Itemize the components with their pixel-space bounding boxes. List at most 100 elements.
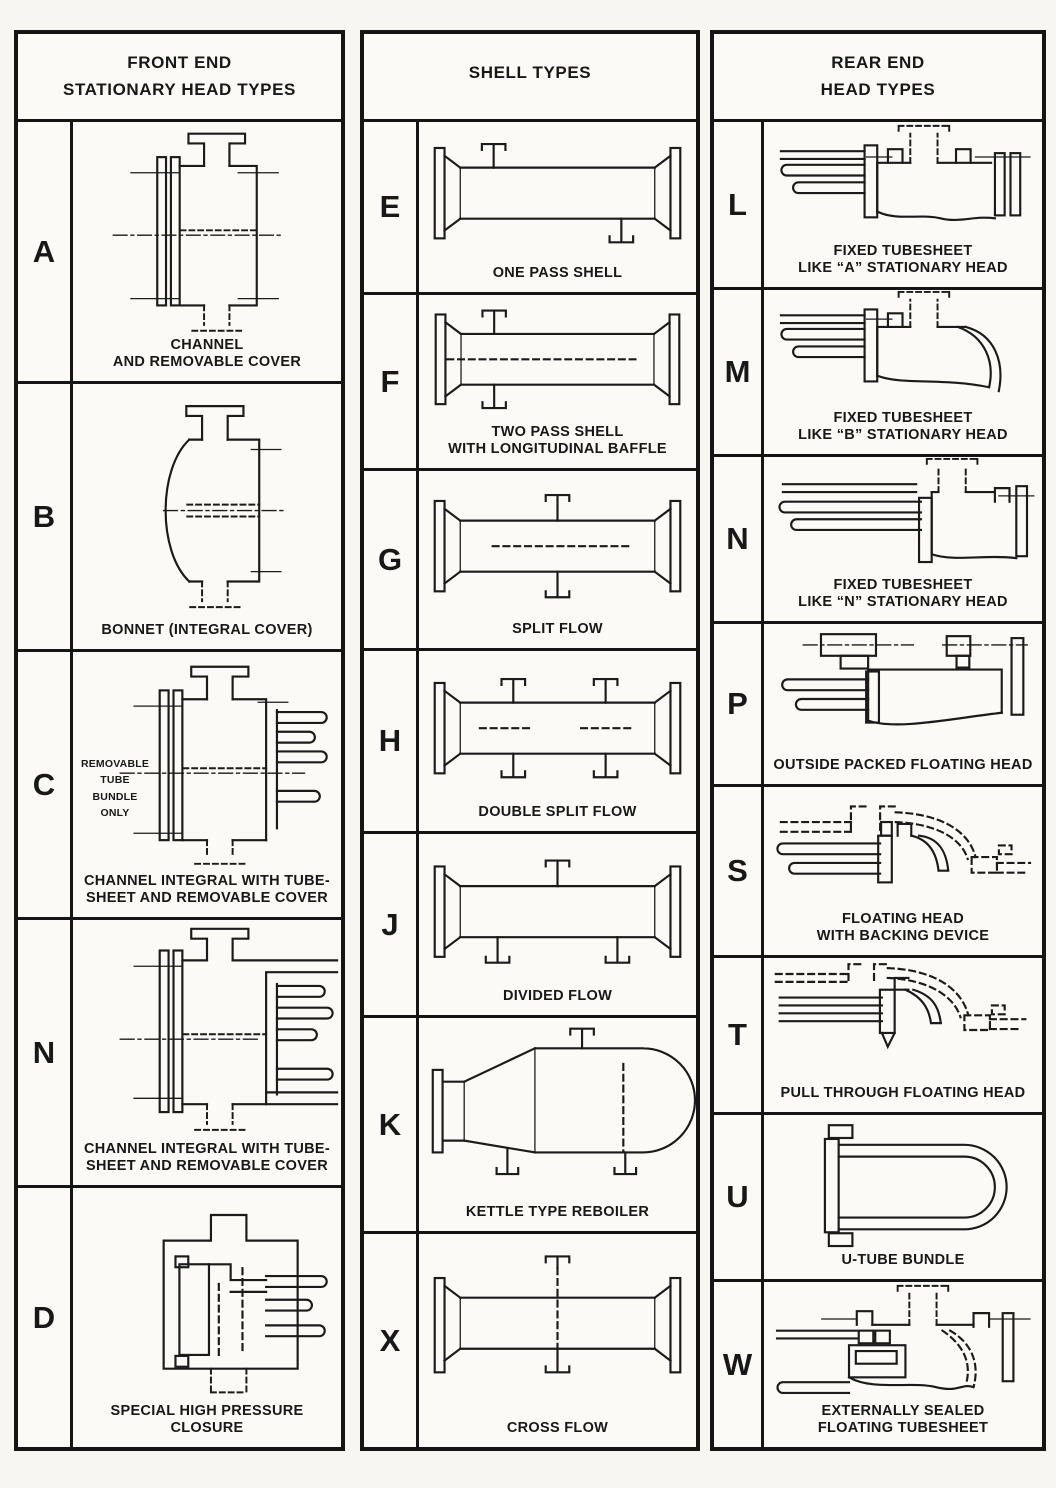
type-letter: J bbox=[364, 834, 419, 1015]
type-letter: X bbox=[364, 1234, 419, 1447]
drawing-area: SPLIT FLOW bbox=[419, 471, 696, 648]
type-letter: W bbox=[714, 1282, 764, 1447]
header-line: FRONT END bbox=[127, 53, 232, 72]
cell-front-D: D SPECIAL HIGH PRESSURE CLOSURE bbox=[18, 1185, 341, 1447]
cell-caption: DOUBLE SPLIT FLOW bbox=[478, 804, 637, 821]
drawing-outside-packed-floating-head bbox=[781, 633, 1028, 726]
cell-caption: DIVIDED FLOW bbox=[502, 988, 613, 1005]
drawing-pull-through-floating-head bbox=[774, 963, 1027, 1050]
drawing-fixed-tubesheet-like-n bbox=[778, 457, 1035, 564]
drawing-area: KETTLE TYPE REBOILER bbox=[419, 1018, 696, 1231]
drawing-area: ONE PASS SHELL bbox=[419, 122, 696, 292]
cell-caption: CROSS FLOW bbox=[506, 1420, 609, 1437]
type-letter: G bbox=[364, 471, 419, 648]
type-letter: L bbox=[714, 122, 764, 287]
shell-types-column: SHELL TYPES E ONE PASS SHELL F bbox=[360, 30, 700, 1451]
header-line: SHELL TYPES bbox=[468, 63, 592, 82]
cell-shell-K: K KETTLE TYPE REBOILER bbox=[364, 1015, 696, 1231]
rear-end-column: REAR END HEAD TYPES L FIXED TUBESH bbox=[710, 30, 1046, 1451]
cell-shell-J: J DIVIDED FLOW bbox=[364, 831, 696, 1015]
cell-caption: ONE PASS SHELL bbox=[492, 265, 623, 282]
front-end-column: FRONT END STATIONARY HEAD TYPES A CHANNE… bbox=[14, 30, 345, 1451]
type-letter: U bbox=[714, 1115, 764, 1279]
drawing-bonnet-integral-cover bbox=[162, 405, 285, 609]
drawing-fixed-tubesheet-like-b bbox=[779, 290, 1002, 393]
type-letter: T bbox=[714, 958, 764, 1112]
type-letter: P bbox=[714, 624, 764, 784]
type-letter: N bbox=[714, 457, 764, 621]
cell-rear-U: U U-TUBE BUNDLE bbox=[714, 1112, 1042, 1279]
drawing-floating-head-backing-device bbox=[776, 805, 1032, 884]
type-letter: S bbox=[714, 787, 764, 955]
cell-front-N: N CHANNEL INTEGRAL WITH TUBE-SHEET AND R… bbox=[18, 917, 341, 1185]
drawing-double-split-flow bbox=[433, 677, 682, 779]
drawing-divided-flow bbox=[433, 859, 682, 964]
type-letter: A bbox=[18, 122, 73, 381]
cell-caption: CHANNEL INTEGRAL WITH TUBE-SHEET AND REM… bbox=[84, 872, 330, 907]
cell-caption: KETTLE TYPE REBOILER bbox=[465, 1204, 650, 1221]
cell-shell-X: X CROSS FLOW bbox=[364, 1231, 696, 1447]
drawing-split-flow bbox=[433, 493, 682, 599]
cell-caption: OUTSIDE PACKED FLOATING HEAD bbox=[773, 757, 1033, 774]
cell-front-B: B BONNET (INTEGRAL COVER) bbox=[18, 381, 341, 649]
drawing-area: U-TUBE BUNDLE bbox=[764, 1115, 1042, 1279]
drawing-area: BONNET (INTEGRAL COVER) bbox=[73, 384, 341, 649]
drawing-two-pass-shell bbox=[434, 309, 681, 410]
cell-caption: SPECIAL HIGH PRESSURE CLOSURE bbox=[110, 1402, 304, 1437]
drawing-u-tube-bundle bbox=[823, 1124, 1008, 1248]
drawing-kettle-type-reboiler bbox=[431, 1027, 696, 1176]
drawing-channel-integral-tubesheet bbox=[119, 665, 328, 865]
drawing-area: PULL THROUGH FLOATING HEAD bbox=[764, 958, 1042, 1112]
cell-caption: SPLIT FLOW bbox=[512, 621, 603, 638]
type-letter: N bbox=[18, 920, 73, 1185]
header-line: HEAD TYPES bbox=[820, 80, 936, 99]
type-letter: H bbox=[364, 651, 419, 831]
drawing-externally-sealed-floating-tubesheet bbox=[775, 1284, 1031, 1394]
drawing-fixed-tubesheet-like-a bbox=[779, 124, 1031, 222]
header-line: REAR END bbox=[831, 53, 925, 72]
cell-rear-T: T PULL THROUGH FLOATING HEAD bbox=[714, 955, 1042, 1112]
type-letter: K bbox=[364, 1018, 419, 1231]
drawing-cross-flow bbox=[433, 1255, 682, 1374]
header-line: STATIONARY HEAD TYPES bbox=[63, 80, 296, 99]
front-end-header: FRONT END STATIONARY HEAD TYPES bbox=[18, 34, 341, 119]
cell-caption: CHANNEL INTEGRAL WITH TUBE-SHEET AND REM… bbox=[84, 1140, 330, 1175]
drawing-area: DIVIDED FLOW bbox=[419, 834, 696, 1015]
type-letter: F bbox=[364, 295, 419, 468]
drawing-area: OUTSIDE PACKED FLOATING HEAD bbox=[764, 624, 1042, 784]
type-letter: D bbox=[18, 1188, 73, 1447]
cell-shell-E: E ONE PASS SHELL bbox=[364, 119, 696, 292]
drawing-special-high-pressure-closure bbox=[162, 1213, 328, 1394]
cell-caption: U-TUBE BUNDLE bbox=[841, 1252, 965, 1269]
shell-types-header: SHELL TYPES bbox=[364, 34, 696, 119]
drawing-area: CHANNEL INTEGRAL WITH TUBE-SHEET AND REM… bbox=[73, 920, 341, 1185]
type-letter: B bbox=[18, 384, 73, 649]
cell-caption: BONNET (INTEGRAL COVER) bbox=[101, 622, 313, 639]
drawing-channel-integral-tubesheet-n bbox=[119, 927, 339, 1131]
type-letter: C bbox=[18, 652, 73, 917]
cell-shell-H: H DOUBLE SPLIT FLOW bbox=[364, 648, 696, 831]
